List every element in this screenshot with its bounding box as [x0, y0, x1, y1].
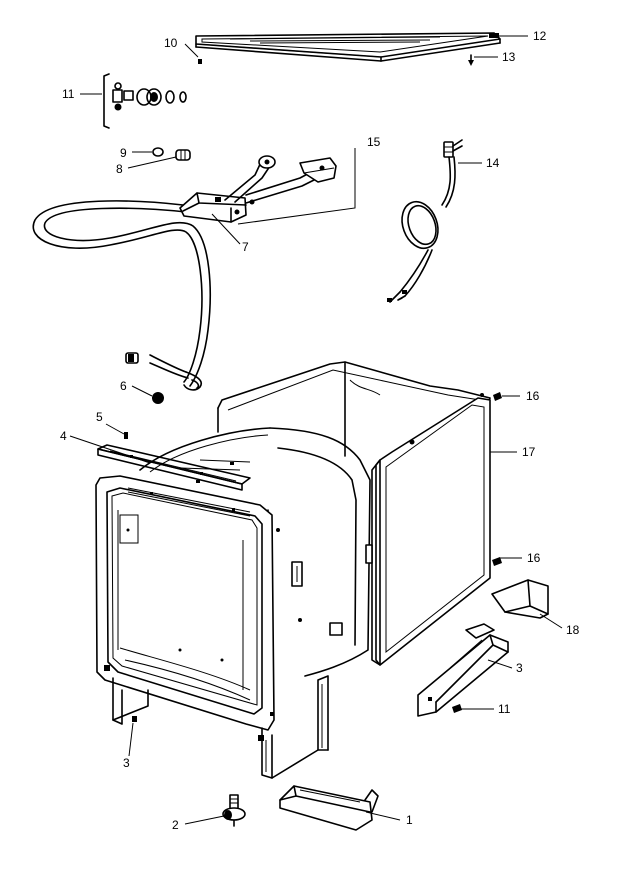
callout-11-right: 11 — [498, 702, 511, 716]
callout-15: 15 — [367, 135, 381, 149]
drain-hose-part — [32, 200, 211, 391]
callout-3-left: 3 — [123, 756, 130, 770]
callout-5: 5 — [96, 410, 103, 424]
mounting-strip-part — [97, 444, 251, 491]
fitting-part — [175, 149, 191, 161]
power-cord-part — [387, 139, 463, 303]
toe-plate-part — [279, 785, 379, 831]
screw-part — [124, 432, 128, 439]
callout-17: 17 — [522, 445, 536, 459]
o-ring-part — [152, 147, 164, 157]
callout-16-top: 16 — [526, 389, 540, 403]
screw-part — [468, 54, 474, 66]
callout-16-bottom: 16 — [527, 551, 541, 565]
screw-part — [492, 557, 502, 566]
callout-6: 6 — [120, 379, 127, 393]
hinge-kit-part — [103, 73, 187, 129]
callout-13: 13 — [502, 50, 516, 64]
inlet-valve-part — [179, 155, 337, 223]
leveling-leg-part — [222, 794, 246, 827]
callout-18: 18 — [566, 623, 580, 637]
callout-12: 12 — [533, 29, 547, 43]
corner-block-part — [491, 579, 549, 619]
base-rail-part — [417, 623, 509, 717]
callout-10: 11 — [62, 87, 75, 101]
callout-7: 7 — [242, 240, 249, 254]
callout-9: 9 — [120, 146, 127, 160]
callout-2: 2 — [172, 818, 179, 832]
leader-lines — [69, 35, 563, 825]
callout-labels: 10 12 13 11 9 8 15 14 7 6 5 4 16 17 16 1… — [60, 29, 580, 832]
screw-part — [132, 716, 137, 722]
callout-11-top: 10 — [164, 36, 178, 50]
screw-part — [493, 392, 502, 401]
tub-assembly-part — [95, 427, 371, 779]
top-panel-part — [195, 32, 501, 62]
plug-part — [152, 392, 164, 404]
callout-3-right: 3 — [516, 661, 523, 675]
callout-14: 14 — [486, 156, 500, 170]
callout-8: 8 — [116, 162, 123, 176]
callout-4: 4 — [60, 429, 67, 443]
callout-1: 1 — [406, 813, 413, 827]
screw-part — [198, 59, 202, 64]
side-panel-part — [217, 361, 491, 666]
